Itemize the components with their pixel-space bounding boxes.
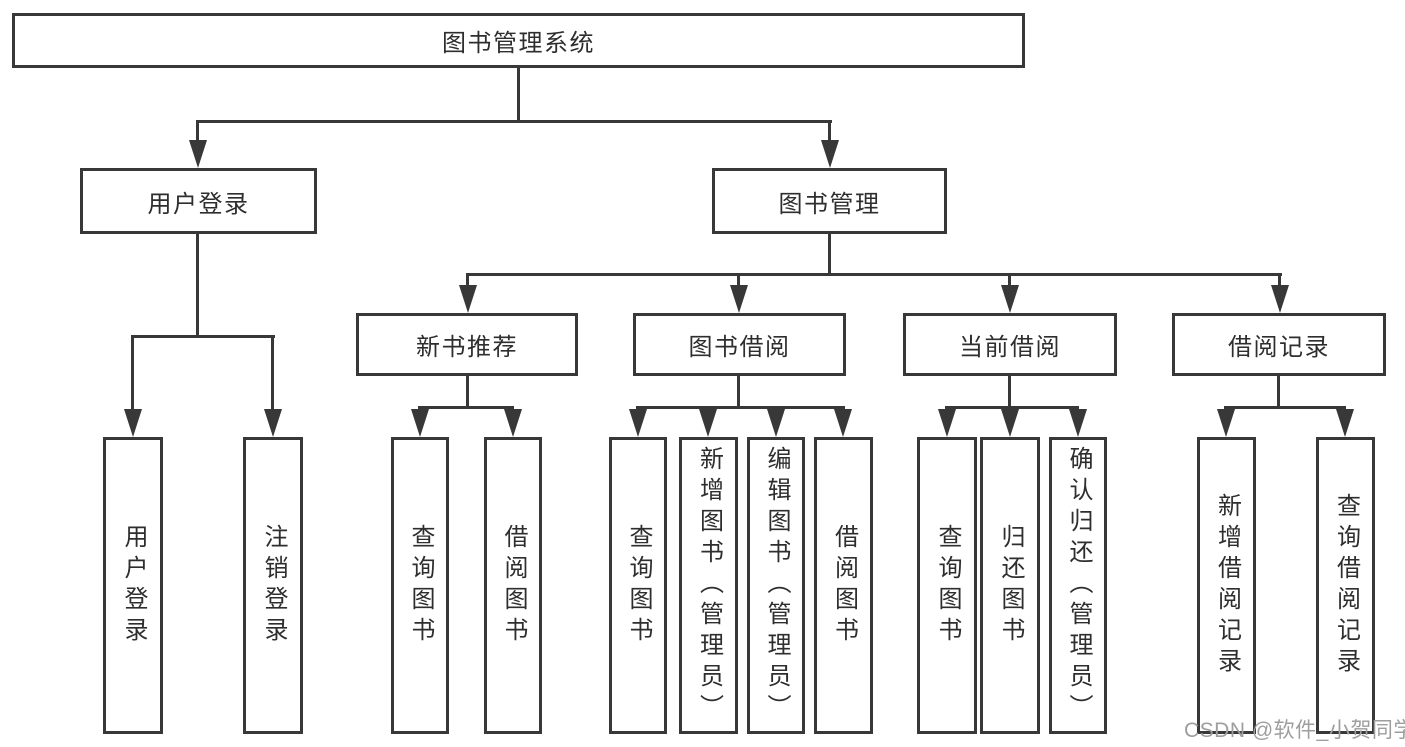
leaf-query-books-current: 查询图书 <box>917 437 977 734</box>
arrow-down-icon <box>459 285 477 313</box>
leaf-query-borrow-record-label: 查询借阅记录 <box>1332 492 1360 679</box>
leaf-add-book-admin-label: 新增图书（管理员） <box>695 446 723 725</box>
connector-root-branch <box>196 120 832 123</box>
node-book-management-label: 图书管理 <box>778 190 881 218</box>
leaf-confirm-return-admin-label: 确认归还（管理员） <box>1065 446 1092 725</box>
connector-current-branch <box>945 406 1079 409</box>
arrow-down-icon <box>730 285 748 313</box>
node-book-management: 图书管理 <box>712 168 947 234</box>
node-new-book-recommend: 新书推荐 <box>356 313 578 376</box>
connector-login-leaf1-stem <box>131 335 134 411</box>
connector-mgmt-down <box>828 234 831 276</box>
connector-mgmt-branch <box>466 273 1282 276</box>
leaf-query-borrow-record: 查询借阅记录 <box>1316 437 1375 734</box>
leaf-query-books-current-label: 查询图书 <box>934 523 961 648</box>
node-book-borrow: 图书借阅 <box>633 313 846 376</box>
leaf-query-books-borrow-label: 查询图书 <box>625 523 652 648</box>
leaf-edit-book-admin: 编辑图书（管理员） <box>747 437 805 734</box>
node-system-root: 图书管理系统 <box>12 13 1025 68</box>
leaf-add-borrow-record-label: 新增借阅记录 <box>1213 492 1241 679</box>
node-user-login-label: 用户登录 <box>147 190 250 218</box>
leaf-query-books-borrow: 查询图书 <box>609 437 667 734</box>
connector-borrow-down <box>737 376 740 409</box>
node-user-login: 用户登录 <box>80 168 317 234</box>
leaf-borrow-books-recommend-label: 借阅图书 <box>500 523 527 648</box>
leaf-borrow-books-borrow: 借阅图书 <box>814 437 873 734</box>
arrow-down-icon <box>834 409 852 437</box>
connector-l3-stem <box>737 273 740 287</box>
leaf-return-book-label: 归还图书 <box>997 523 1024 648</box>
node-borrow-records-label: 借阅记录 <box>1228 334 1330 361</box>
leaf-confirm-return-admin: 确认归还（管理员） <box>1049 437 1107 734</box>
node-borrow-records: 借阅记录 <box>1172 313 1386 376</box>
arrow-down-icon <box>1336 409 1354 437</box>
arrow-down-icon <box>767 409 785 437</box>
arrow-down-icon <box>189 140 207 168</box>
node-current-borrow-label: 当前借阅 <box>959 334 1061 361</box>
connector-recommend-branch <box>418 406 514 409</box>
leaf-edit-book-admin-label: 编辑图书（管理员） <box>763 446 790 725</box>
arrow-down-icon <box>264 409 282 437</box>
connector-records-down <box>1277 376 1280 409</box>
arrow-down-icon <box>411 409 429 437</box>
connector-borrow-branch <box>636 406 845 409</box>
leaf-borrow-books-recommend: 借阅图书 <box>484 437 542 734</box>
leaf-logout-label: 注销登录 <box>260 523 287 648</box>
connector-login-leaf2-stem <box>271 335 274 411</box>
connector-l3-stem <box>1008 273 1011 287</box>
connector-recommend-down <box>466 376 469 409</box>
leaf-return-book: 归还图书 <box>980 437 1040 734</box>
leaf-query-books-recommend: 查询图书 <box>391 437 449 734</box>
arrow-down-icon <box>1001 409 1019 437</box>
connector-mgmt-stem <box>828 120 831 142</box>
arrow-down-icon <box>124 409 142 437</box>
watermark: CSDN @软件_小贺同学 <box>1184 719 1405 742</box>
arrow-down-icon <box>1001 285 1019 313</box>
node-current-borrow: 当前借阅 <box>903 313 1117 376</box>
connector-records-branch <box>1224 406 1346 409</box>
node-book-borrow-label: 图书借阅 <box>688 334 791 361</box>
leaf-borrow-books-borrow-label: 借阅图书 <box>830 523 858 648</box>
leaf-add-borrow-record: 新增借阅记录 <box>1197 437 1256 734</box>
connector-login-branch <box>131 335 275 338</box>
connector-login-stem <box>196 120 199 142</box>
leaf-user-login: 用户登录 <box>103 437 163 734</box>
arrow-down-icon <box>938 409 956 437</box>
connector-l3-stem <box>466 273 469 287</box>
arrow-down-icon <box>699 409 717 437</box>
connector-root-stem <box>517 68 520 123</box>
leaf-user-login-label: 用户登录 <box>120 523 147 648</box>
node-system-root-label: 图书管理系统 <box>442 30 595 57</box>
arrow-down-icon <box>504 409 522 437</box>
arrow-down-icon <box>1217 409 1235 437</box>
arrow-down-icon <box>629 409 647 437</box>
arrow-down-icon <box>821 140 839 168</box>
arrow-down-icon <box>1271 285 1289 313</box>
connector-l3-stem <box>1278 273 1281 287</box>
connector-current-down <box>1008 376 1011 409</box>
leaf-add-book-admin: 新增图书（管理员） <box>679 437 738 734</box>
leaf-query-books-recommend-label: 查询图书 <box>407 523 434 648</box>
node-new-book-recommend-label: 新书推荐 <box>416 334 518 361</box>
connector-login-down <box>196 234 199 338</box>
arrow-down-icon <box>1069 409 1087 437</box>
leaf-logout: 注销登录 <box>243 437 303 734</box>
